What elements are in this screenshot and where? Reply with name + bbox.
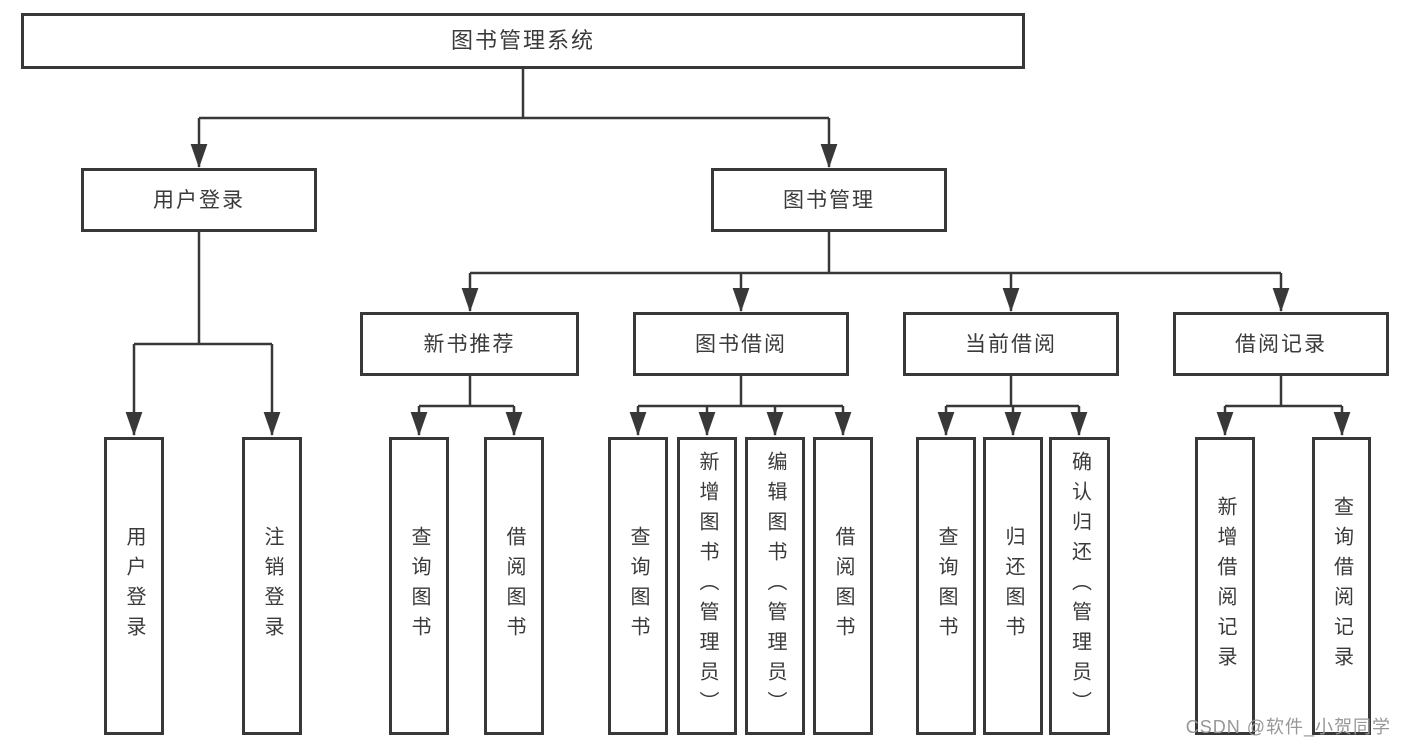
leaf-br-add-record: 新增借阅记录 bbox=[1195, 437, 1255, 735]
node-user-login: 用户登录 bbox=[81, 168, 317, 232]
node-book-management: 图书管理 bbox=[711, 168, 947, 232]
leaf-cb-return-book: 归还图书 bbox=[983, 437, 1043, 735]
leaf-label: 查询图书 bbox=[408, 526, 430, 646]
leaf-label: 查询借阅记录 bbox=[1330, 496, 1353, 676]
leaf-bb-borrow-book: 借阅图书 bbox=[813, 437, 873, 735]
leaf-label: 新增借阅记录 bbox=[1214, 496, 1236, 676]
leaf-label: 用户登录 bbox=[123, 526, 145, 646]
leaf-label: 查询图书 bbox=[627, 526, 649, 646]
connector-book-borrow-children bbox=[629, 376, 852, 436]
leaf-label: 借阅图书 bbox=[832, 526, 854, 646]
leaf-bb-add-book-admin: 新增图书（管理员） bbox=[677, 437, 737, 735]
node-current-borrow: 当前借阅 bbox=[903, 312, 1119, 376]
leaf-cb-query-book: 查询图书 bbox=[916, 437, 976, 735]
node-root-library-management-system: 图书管理系统 bbox=[21, 13, 1025, 69]
connector-user-login-children bbox=[125, 232, 281, 436]
leaf-label: 新增图书（管理员） bbox=[696, 451, 718, 721]
leaf-label: 确认归还（管理员） bbox=[1068, 451, 1091, 721]
leaf-label: 编辑图书（管理员） bbox=[764, 451, 786, 721]
connector-borrow-records-children bbox=[1216, 376, 1351, 436]
leaf-bb-query-book: 查询图书 bbox=[608, 437, 668, 735]
node-new-book-recommend: 新书推荐 bbox=[360, 312, 579, 376]
connector-new-book-recommend-children bbox=[410, 376, 523, 436]
leaf-cb-confirm-return-admin: 确认归还（管理员） bbox=[1049, 437, 1110, 735]
connector-book-management-children bbox=[461, 232, 1290, 312]
leaf-nbr-borrow-book: 借阅图书 bbox=[484, 437, 544, 735]
leaf-label: 注销登录 bbox=[261, 526, 283, 646]
csdn-watermark: CSDN @软件_小贺同学 bbox=[1185, 717, 1391, 737]
leaf-br-query-record: 查询借阅记录 bbox=[1312, 437, 1371, 735]
leaf-label: 归还图书 bbox=[1002, 526, 1024, 646]
leaf-label: 查询图书 bbox=[935, 526, 957, 646]
leaf-label: 借阅图书 bbox=[503, 526, 525, 646]
connector-current-borrow-children bbox=[937, 376, 1088, 436]
leaf-nbr-query-book: 查询图书 bbox=[389, 437, 449, 735]
leaf-bb-edit-book-admin: 编辑图书（管理员） bbox=[745, 437, 805, 735]
leaf-logout: 注销登录 bbox=[242, 437, 302, 735]
node-borrow-records: 借阅记录 bbox=[1173, 312, 1389, 376]
leaf-user-login: 用户登录 bbox=[104, 437, 164, 735]
connector-root-to-level2 bbox=[190, 69, 838, 168]
node-book-borrow: 图书借阅 bbox=[633, 312, 849, 376]
